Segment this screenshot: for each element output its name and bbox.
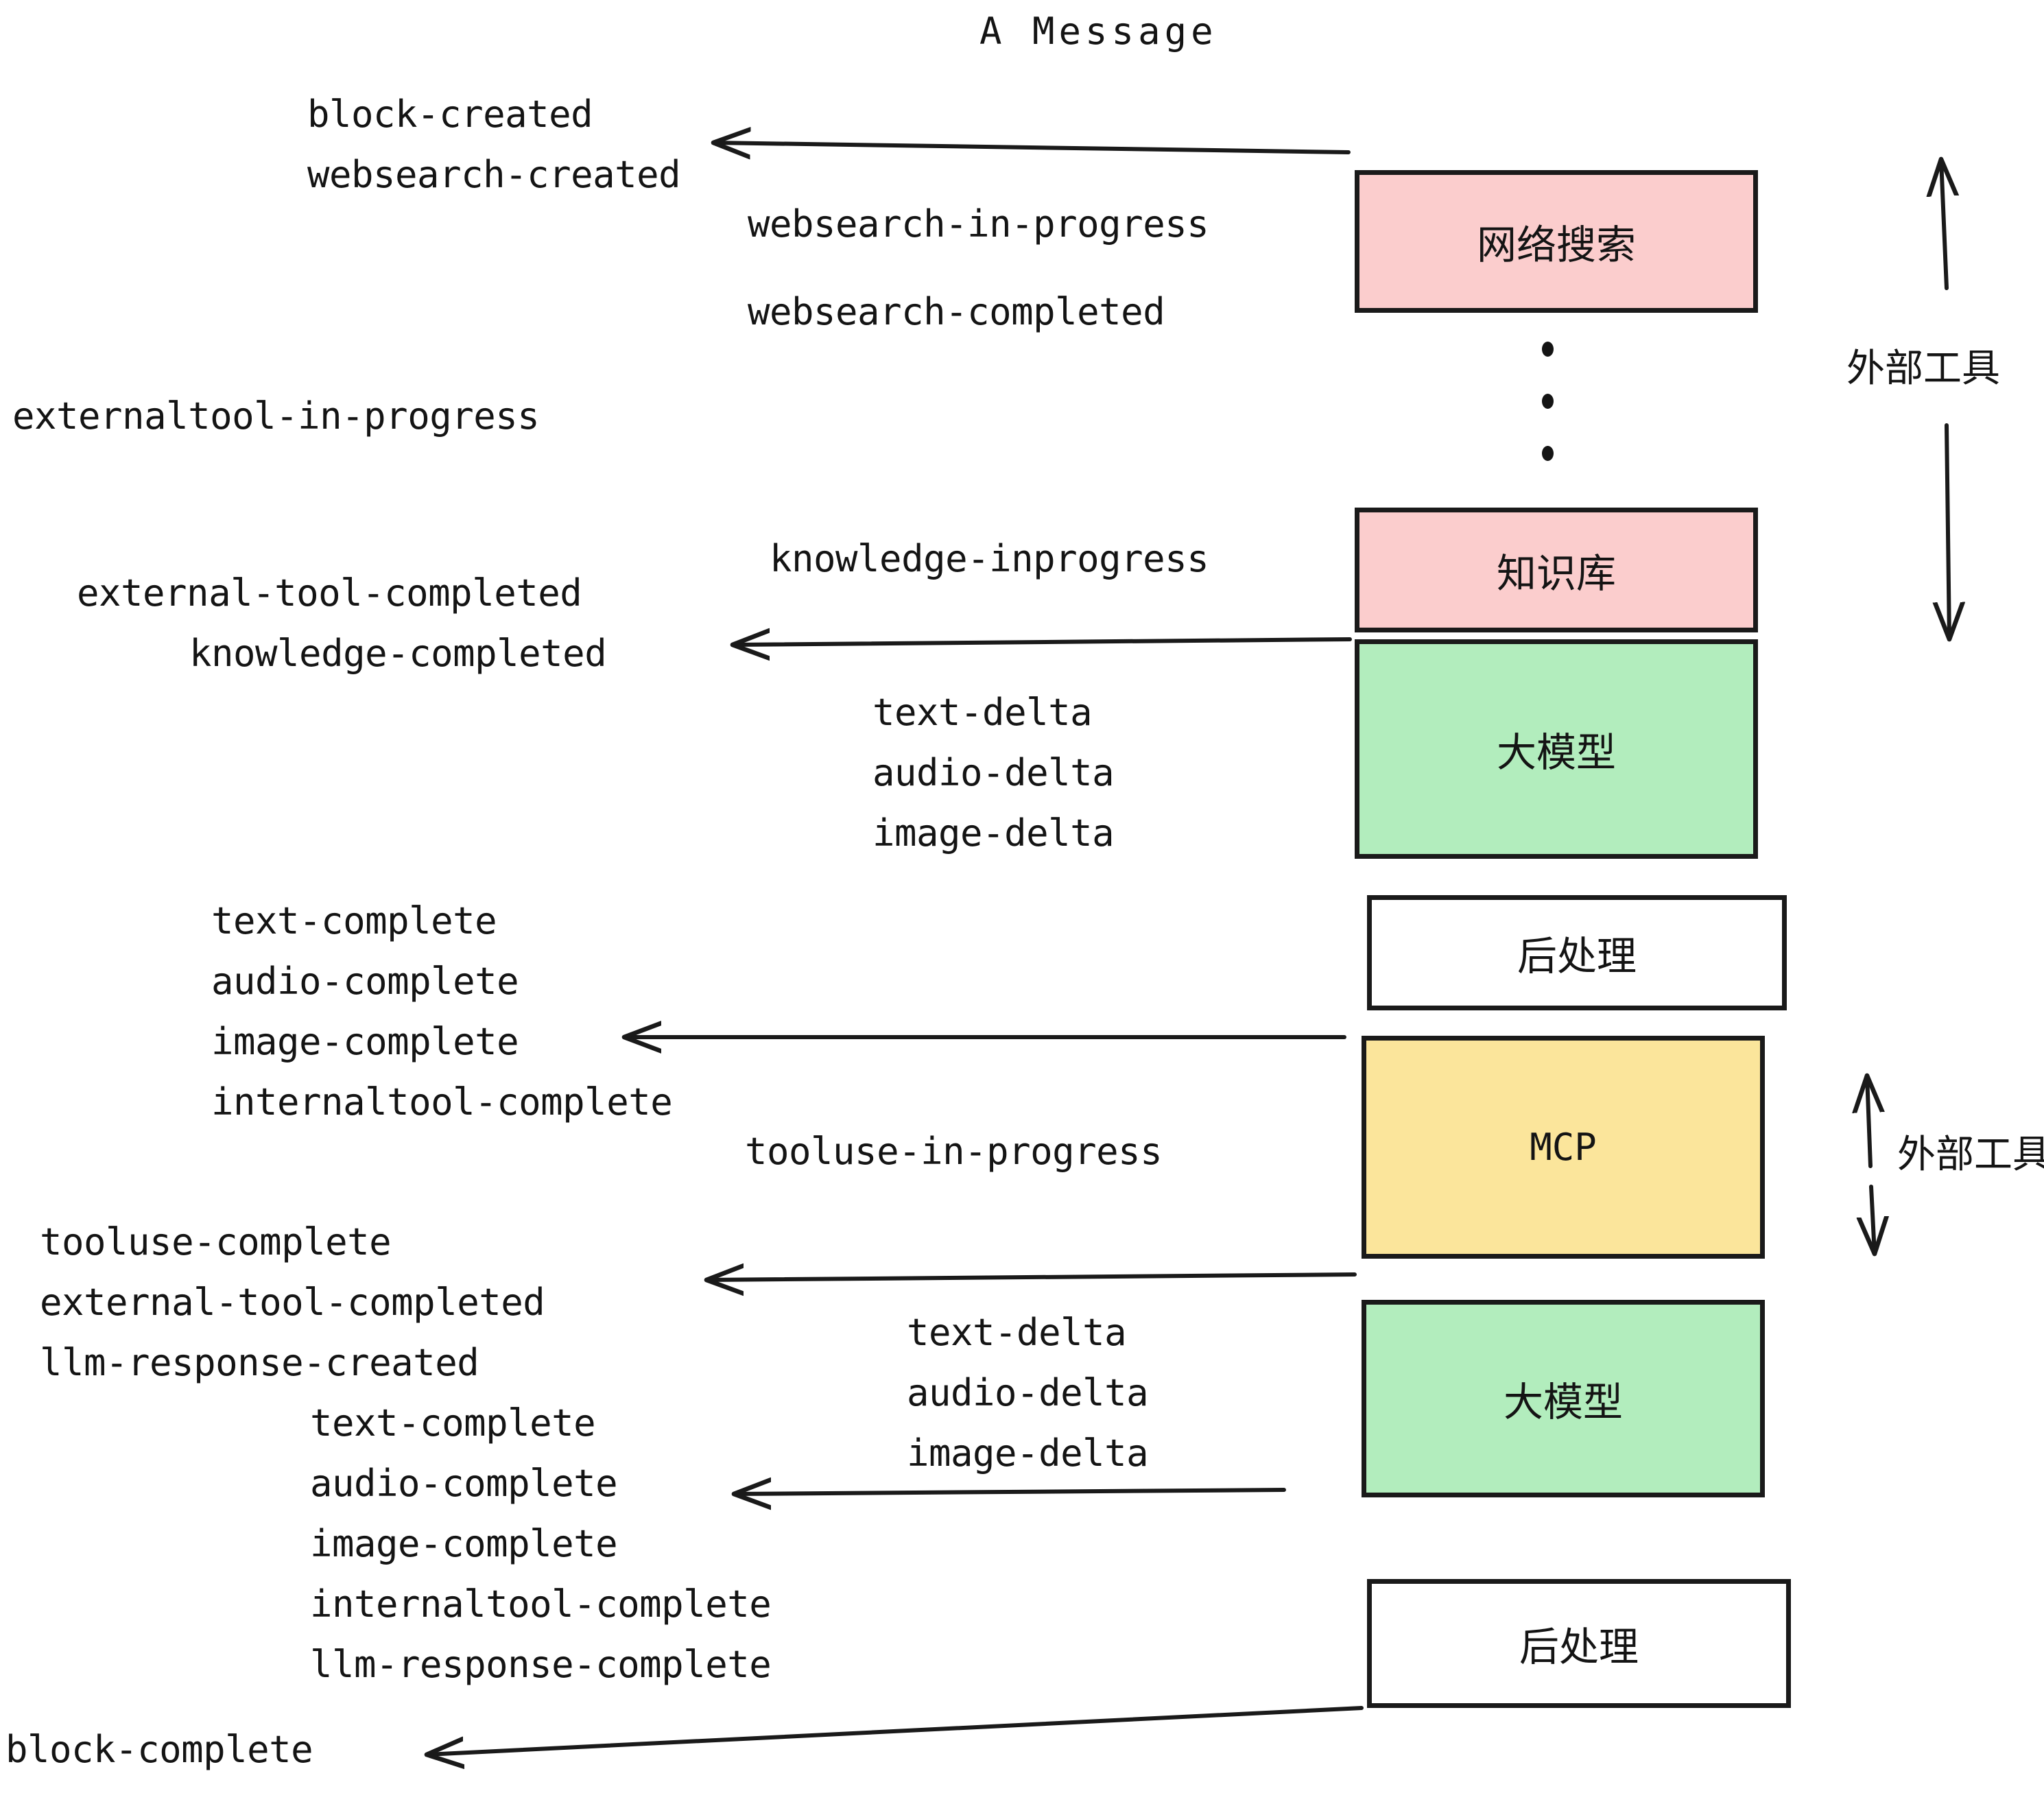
arrow-tooluse-complete	[706, 1274, 1357, 1280]
node-postprocess-1[interactable]	[1367, 895, 1787, 1010]
page-title: A Message	[979, 10, 1217, 53]
event-text-complete-2: text-complete	[310, 1401, 596, 1445]
node-llm-1[interactable]	[1355, 639, 1758, 859]
event-block-created: block-created	[307, 93, 593, 136]
external-tool-arrow-down-top	[1947, 423, 1949, 639]
arrow-block-created	[713, 143, 1351, 152]
event-knowledge-inprogress: knowledge-inprogress	[770, 537, 1209, 580]
external-tool-arrow-up-top	[1941, 159, 1947, 290]
event-websearch-completed: websearch-completed	[748, 290, 1165, 333]
event-internaltool-complete-1: internaltool-complete	[211, 1080, 673, 1124]
event-llm-response-complete: llm-response-complete	[310, 1643, 772, 1686]
event-tooluse-complete: tooluse-complete	[40, 1220, 392, 1263]
event-audio-complete-2: audio-complete	[310, 1462, 618, 1505]
event-external-tool-completed-2: external-tool-completed	[40, 1281, 545, 1324]
event-tooluse-in-progress: tooluse-in-progress	[745, 1130, 1163, 1173]
arrow-block-complete	[427, 1706, 1364, 1755]
arrow-audio-complete	[734, 1490, 1286, 1494]
external-tool-label-bottom: 外部工具	[1897, 1132, 2044, 1177]
event-image-delta-2: image-delta	[907, 1432, 1149, 1475]
node-postprocess-2[interactable]	[1367, 1579, 1791, 1708]
event-audio-complete-1: audio-complete	[211, 960, 519, 1003]
event-llm-response-created: llm-response-created	[40, 1341, 479, 1384]
event-image-complete-1: image-complete	[211, 1020, 519, 1063]
external-tool-label-top: 外部工具	[1846, 346, 2000, 391]
event-internaltool-complete-2: internaltool-complete	[310, 1582, 772, 1626]
event-text-delta-1: text-delta	[872, 691, 1093, 734]
external-tool-arrow-down-bottom	[1871, 1185, 1875, 1254]
vertical-ellipsis-icon	[1541, 342, 1554, 461]
event-websearch-in-progress: websearch-in-progress	[748, 202, 1209, 246]
arrow-knowledge-completed	[733, 639, 1352, 645]
event-external-tool-completed-1: external-tool-completed	[77, 571, 582, 615]
event-knowledge-completed: knowledge-completed	[189, 632, 607, 675]
event-image-delta-1: image-delta	[872, 811, 1115, 855]
event-audio-delta-2: audio-delta	[907, 1371, 1149, 1414]
node-llm-2[interactable]	[1362, 1300, 1765, 1497]
node-websearch[interactable]	[1355, 170, 1758, 313]
event-websearch-created: websearch-created	[307, 153, 681, 196]
event-audio-delta-1: audio-delta	[872, 751, 1115, 794]
node-knowledge[interactable]	[1355, 508, 1758, 632]
node-mcp[interactable]	[1362, 1036, 1765, 1259]
external-tool-arrow-up-bottom	[1867, 1076, 1870, 1168]
event-externaltool-in-progress: externaltool-in-progress	[12, 394, 540, 438]
event-text-complete-1: text-complete	[211, 899, 497, 942]
event-image-complete-2: image-complete	[310, 1522, 618, 1565]
event-text-delta-2: text-delta	[907, 1311, 1127, 1354]
event-block-complete: block-complete	[5, 1728, 313, 1771]
